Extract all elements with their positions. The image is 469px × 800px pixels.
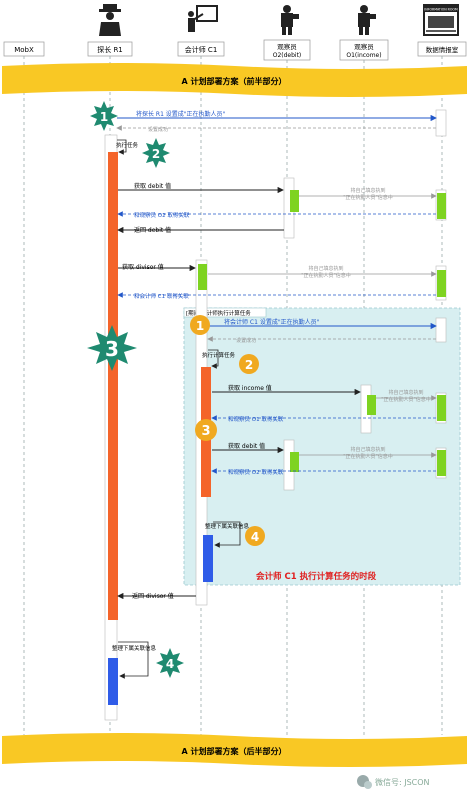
- top-banner: A 计划部署方案（前半部分）: [2, 63, 467, 97]
- organize-r1-label: 整理下属关联信息: [112, 644, 157, 652]
- msg-store-4b: "正在执勤人员"信息中: [343, 453, 393, 460]
- msg-store-2a: 将自己填息执到: [308, 265, 343, 272]
- c1-organize-bar: [203, 535, 213, 582]
- msg-get-debit: 获取 debit 值: [134, 182, 171, 190]
- room-sign: INFORMATION ROOM: [424, 8, 458, 12]
- r1-organize-bar: [108, 658, 118, 705]
- step-badge-3: 3: [87, 325, 137, 371]
- msg-return-debit: 返回 debit 值: [134, 226, 171, 234]
- msg-set-r1-return: 设置成功: [148, 126, 168, 133]
- inner-badge-4: 4: [245, 526, 265, 546]
- msg-store-1b: "正在执勤人员"信息中: [343, 194, 393, 201]
- o2-store-bar: [290, 190, 299, 212]
- inner-badge-1: 1: [190, 315, 210, 335]
- participant-observer-o1[interactable]: 观察员 O1(income): [339, 39, 389, 61]
- svg-text:探长 R1: 探长 R1: [97, 45, 123, 54]
- participant-accountant-c1[interactable]: 会计师 C1: [177, 41, 225, 57]
- msg-set-c1: 将会计师 C1 设置成"正在执勤人员": [224, 318, 320, 326]
- exec-calc-label: 执行计算任务: [202, 351, 236, 359]
- organize-r1-loop: [118, 641, 149, 679]
- exec-task-loop: [117, 139, 127, 155]
- msg-link-o1: 和观察员 O1 取得关联: [228, 415, 284, 423]
- step-badge-2: 2: [142, 138, 170, 168]
- r1-task-bar: [108, 152, 118, 620]
- inner-badge-3: 3: [195, 419, 217, 441]
- o2-store-bar-2: [290, 452, 299, 472]
- top-banner-label: A 计划部署方案（前半部分）: [182, 76, 287, 86]
- svg-text:观察员: 观察员: [354, 42, 374, 51]
- svg-text:会计师 C1: 会计师 C1: [185, 45, 218, 54]
- participant-observer-o2[interactable]: 观察员 O2(debit): [263, 39, 311, 61]
- information-room-icon: INFORMATION ROOM: [423, 4, 459, 36]
- svg-text:MobX: MobX: [14, 46, 34, 54]
- period-frame: [183, 307, 461, 586]
- participant-detective-r1[interactable]: 探长 R1: [87, 41, 133, 57]
- teacher-icon: [188, 5, 218, 32]
- svg-text:2: 2: [152, 147, 160, 161]
- msg-store-2b: "正在执勤人员"信息中: [301, 272, 351, 279]
- msg-link-o2b: 和观察员 O2 取得关联: [228, 468, 284, 476]
- observer-icon: [358, 5, 376, 35]
- msg-return-divisor: 返回 divisor 值: [132, 592, 174, 600]
- msg-store-3b: "正在执勤人员"信息中: [381, 396, 431, 403]
- msg-link-c1: 和会计师 C1 取得关联: [134, 292, 189, 300]
- participant-mobx[interactable]: MobX: [3, 41, 45, 57]
- observer-icon: [281, 5, 299, 35]
- bottom-banner-label: A 计划部署方案（后半部分）: [182, 746, 287, 756]
- db-store-bar-3: [437, 395, 446, 421]
- organize-c1-label: 整理下属关联信息: [205, 522, 250, 530]
- inner-badge-2: 2: [239, 354, 259, 374]
- db-activation-bar-4: [435, 317, 447, 343]
- msg-get-divisor: 获取 divisor 值: [122, 263, 164, 271]
- svg-text:1: 1: [196, 319, 204, 333]
- svg-text:1: 1: [100, 110, 108, 124]
- db-store-bar-2: [437, 270, 446, 297]
- exec-task-label: 执行任务: [116, 141, 139, 149]
- step-badge-4: 4: [156, 648, 184, 678]
- svg-text:3: 3: [105, 337, 119, 361]
- db-store-bar-1: [437, 193, 446, 219]
- msg-get-debit2: 获取 debit 值: [228, 442, 265, 450]
- msg-store-4a: 将自己填息执到: [350, 446, 385, 453]
- msg-set-r1: 将探长 R1 设置成"正在执勤人员": [136, 110, 226, 118]
- organize-c1-loop: [213, 521, 241, 548]
- wechat-watermark: 微信号: JSCON: [357, 775, 430, 789]
- svg-text:数据情报室: 数据情报室: [426, 45, 459, 54]
- participant-information-room[interactable]: 数据情报室: [417, 41, 467, 57]
- msg-store-1a: 将自己填息执到: [350, 187, 385, 194]
- c1-store-bar: [198, 264, 207, 290]
- msg-get-income: 获取 income 值: [228, 384, 272, 392]
- bottom-banner: A 计划部署方案（后半部分）: [2, 733, 467, 767]
- step-badge-1: 1: [90, 101, 118, 131]
- period-frame-tab: [183, 307, 267, 318]
- svg-text:O1(income): O1(income): [346, 52, 381, 59]
- period-note: 会计师 C1 执行计算任务的时段: [255, 571, 377, 582]
- msg-store-3a: 将自己填息执到: [388, 389, 423, 396]
- exec-calc-loop: [208, 349, 219, 369]
- detective-icon: [99, 4, 121, 36]
- period-frame-label: [期间]会计师执行计算任务: [186, 309, 251, 317]
- svg-text:O2(debit): O2(debit): [273, 52, 302, 59]
- watermark-label: 微信号: JSCON: [375, 777, 430, 787]
- o1-store-bar: [367, 395, 376, 415]
- svg-text:4: 4: [166, 657, 174, 671]
- svg-text:3: 3: [201, 424, 210, 439]
- msg-link-o2: 和观察员 O2 取得关联: [134, 211, 190, 219]
- db-store-bar-4: [437, 450, 446, 476]
- db-activation-bar-1: [435, 109, 447, 137]
- msg-set-c1-return: 设置成功: [236, 337, 256, 344]
- svg-text:2: 2: [245, 358, 253, 372]
- svg-text:观察员: 观察员: [277, 42, 297, 51]
- svg-text:4: 4: [251, 530, 259, 544]
